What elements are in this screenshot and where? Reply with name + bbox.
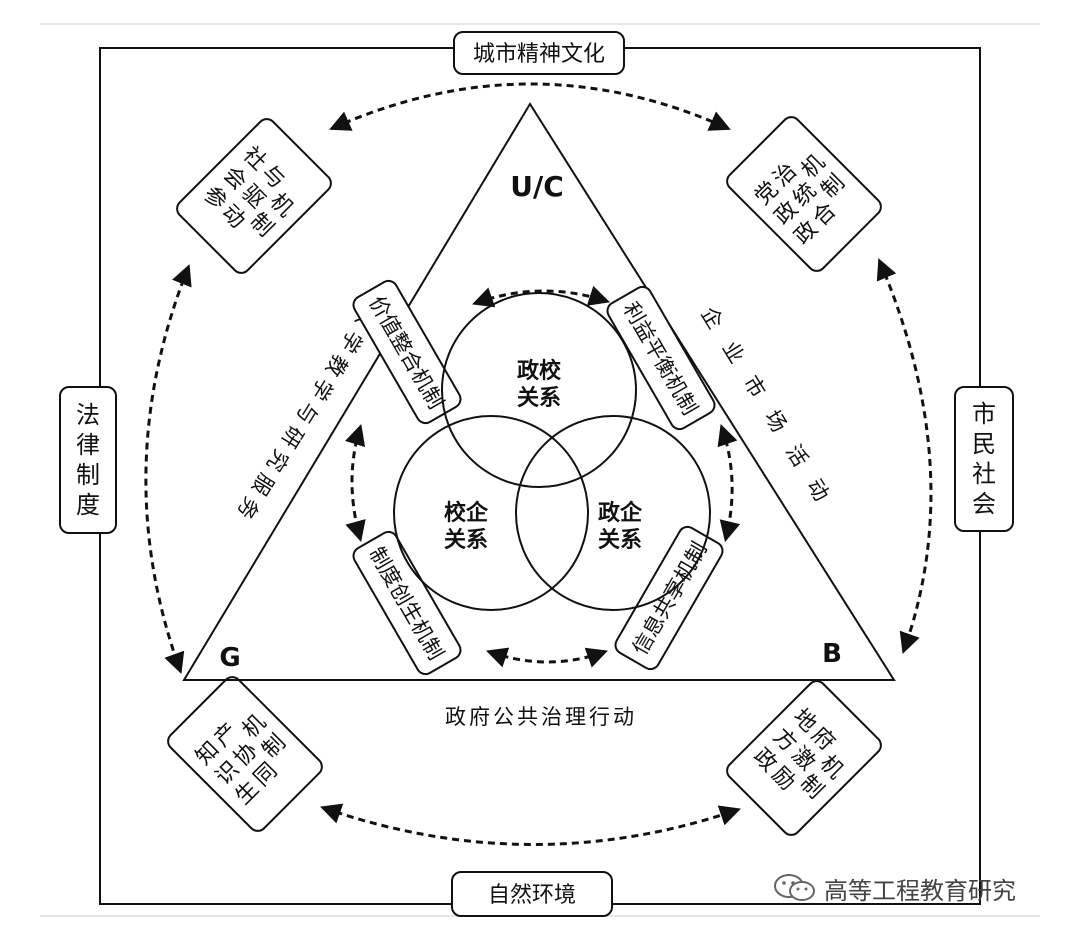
- side-right-text-char: 活: [781, 440, 812, 470]
- corner-box-top-left: 社会参与驱动机制: [176, 118, 332, 274]
- corner-box-bottom-left: 知识生产协同机制: [167, 676, 323, 832]
- wechat-icon: [774, 874, 815, 901]
- side-left-text-char: 务: [232, 493, 263, 524]
- circle-top: [441, 292, 637, 488]
- outer-bottom-text: 自然环境: [488, 883, 576, 908]
- circle-left: [393, 415, 589, 611]
- inner-arrows: [345, 285, 741, 668]
- watermark-text: 高等工程教育研究: [824, 876, 1016, 905]
- corner-box-top-right: 党政政治统合机制: [726, 116, 882, 272]
- circle-right: [515, 415, 711, 611]
- inner-arrow-left: [345, 423, 366, 543]
- side-left-text-char: 究: [262, 445, 293, 476]
- outer-label-bottom: 自然环境: [451, 871, 613, 917]
- arrow-left: [144, 264, 192, 674]
- corner-box-bottom-right: 地方政府激励机制: [726, 680, 882, 836]
- inner-arrow-top: [472, 285, 610, 308]
- arrow-bottom: [320, 803, 741, 846]
- arrow-top: [329, 82, 731, 131]
- inner-box-top-right: 利益平衡机制: [606, 285, 716, 431]
- main-triangle: [182, 102, 896, 681]
- arrow-right: [876, 258, 933, 654]
- side-right-text-char: 场: [760, 406, 791, 436]
- outer-label-left: 法律制度: [59, 386, 117, 534]
- outer-arrows: [144, 82, 933, 846]
- side-left-text-char: 与: [291, 398, 322, 429]
- side-left-text-char: 教: [321, 350, 352, 381]
- side-right-text-char: 业: [717, 337, 748, 367]
- watermark: 高等工程教育研究: [772, 868, 1016, 908]
- outer-label-top: 城市精神文化: [453, 31, 625, 75]
- side-right-text-char: 市: [739, 372, 770, 402]
- outer-label-right: 市民社会: [954, 386, 1014, 532]
- circle-right-text: 政企关系: [598, 500, 643, 553]
- side-bottom-text: 政府公共治理行动: [445, 705, 637, 729]
- inner-box-top-left: 价值整合机制: [352, 279, 462, 425]
- outer-left-text: 法律制度: [76, 401, 100, 519]
- inner-arrow-right: [717, 424, 741, 543]
- side-left-text-char: 研: [277, 421, 308, 452]
- inner-arrow-bottom: [486, 647, 608, 668]
- outer-top-text: 城市精神文化: [473, 42, 605, 67]
- vertex-top: U/C: [510, 170, 564, 203]
- side-left-text-char: 学: [336, 326, 367, 357]
- side-right-text-char: 动: [802, 475, 833, 505]
- vertex-right: B: [822, 639, 842, 669]
- vertex-left: G: [219, 643, 240, 673]
- side-right-text-char: 企: [696, 303, 727, 333]
- side-left-text-char: 服: [247, 469, 278, 500]
- circle-left-text: 校企关系: [444, 500, 489, 553]
- circle-top-text: 政校关系: [517, 358, 562, 411]
- outer-right-text: 市民社会: [972, 400, 996, 518]
- side-left-text-char: 学: [306, 374, 337, 405]
